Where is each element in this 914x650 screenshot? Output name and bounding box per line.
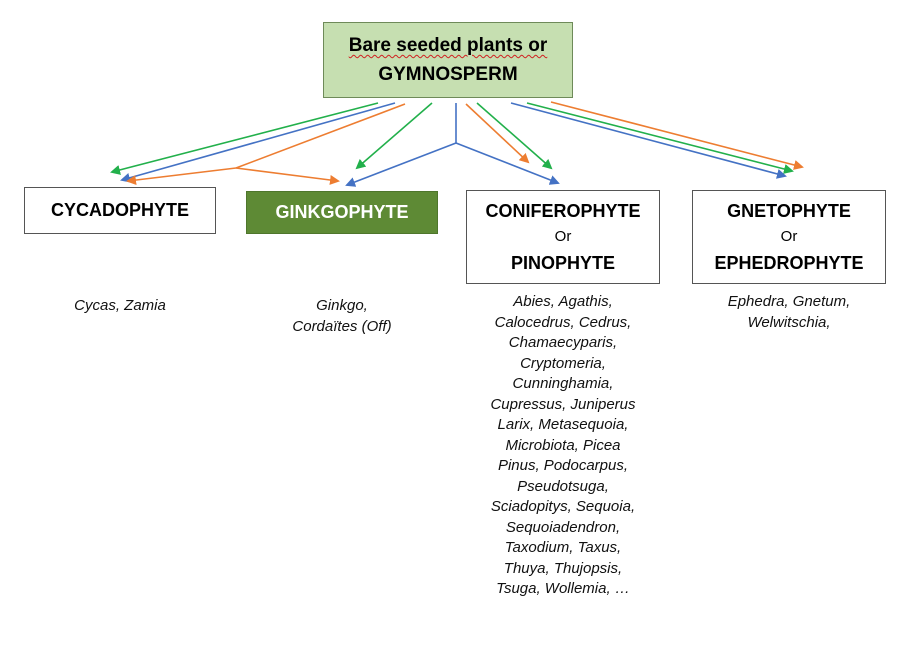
genus-line: Cycas, Zamia <box>74 297 166 314</box>
blue-arrow-coniferophyte <box>455 142 560 185</box>
ginkgophyte-genera-list: Ginkgo, Cordaïtes (Off) <box>252 296 432 337</box>
genus-line: Pinus, Podocarpus, <box>497 457 629 474</box>
genus-line: Microbiota, Picea <box>505 436 621 454</box>
coniferophyte-or-label: Or <box>554 228 572 245</box>
coniferophyte-label: CONIFEROPHYTE <box>485 201 641 221</box>
ginkgophyte-node: GINKGOPHYTE <box>246 191 438 234</box>
gymnosperm-root-node: Bare seeded plants or GYMNOSPERM <box>323 22 573 98</box>
cycadophyte-node: CYCADOPHYTE <box>24 187 216 234</box>
cycadophyte-genera-list: Cycas, Zamia <box>30 296 210 317</box>
genus-line: Ephedra, Gnetum, <box>727 293 851 310</box>
ephedrophyte-label: EPHEDROPHYTE <box>714 253 864 273</box>
genus-line: Calocedrus, Cedrus, <box>494 313 632 331</box>
orange-arrow-coniferophyte <box>465 103 530 164</box>
genus-line: Larix, Metasequoia, <box>497 416 629 433</box>
pinophyte-label: PINOPHYTE <box>510 253 616 273</box>
root-title-line2: GYMNOSPERM <box>378 64 518 85</box>
blue-arrow-cycadophyte <box>120 102 396 183</box>
ginkgophyte-label: GINKGOPHYTE <box>275 202 409 222</box>
green-arrow-gnetophyte <box>526 102 794 174</box>
orange-arrow-cycadophyte <box>126 167 237 186</box>
green-arrow-ginkgophyte <box>355 102 433 170</box>
genus-line: Cordaïtes (Off) <box>292 317 392 335</box>
genus-line: Thuya, Thujopsis, <box>503 559 623 577</box>
blue-arrow-gnetophyte <box>510 102 787 179</box>
genus-line: Sequoiadendron, <box>505 518 621 536</box>
coniferophyte-node: CONIFEROPHYTE Or PINOPHYTE <box>466 190 660 284</box>
gnetophyte-label: GNETOPHYTE <box>727 201 851 221</box>
orange-arrow-gnetophyte <box>550 101 804 170</box>
orange-arrow-ginkgophyte <box>235 167 340 185</box>
genus-line: Tsuga, Wollemia, … <box>496 580 630 597</box>
genus-line: Abies, Agathis, <box>513 293 613 310</box>
genus-line: Sciadopitys, Sequoia, <box>490 498 636 515</box>
cycadophyte-label: CYCADOPHYTE <box>50 200 189 220</box>
genus-line: Cunninghamia, <box>512 375 614 392</box>
gnetophyte-or-label: Or <box>780 228 798 245</box>
genus-line: Chamaecyparis, <box>508 334 618 351</box>
root-title-line1: Bare seeded plants or <box>348 35 548 56</box>
blue-arrow-ginkgophyte <box>345 142 457 187</box>
orange-branch-line <box>235 103 406 169</box>
green-arrow-cycadophyte <box>110 102 379 175</box>
coniferophyte-genera-list: Abies, Agathis, Calocedrus, Cedrus, Cham… <box>463 292 663 600</box>
genus-line: Taxodium, Taxus, <box>504 539 622 556</box>
genus-line: Cupressus, Juniperus <box>490 395 636 413</box>
genus-line: Welwitschia, <box>747 313 831 331</box>
genus-line: Pseudotsuga, <box>517 477 609 495</box>
genus-line: Ginkgo, <box>316 297 368 314</box>
gnetophyte-genera-list: Ephedra, Gnetum, Welwitschia, <box>690 292 888 333</box>
genus-line: Cryptomeria, <box>520 354 606 372</box>
green-arrow-coniferophyte <box>476 102 553 170</box>
gnetophyte-node: GNETOPHYTE Or EPHEDROPHYTE <box>692 190 886 284</box>
